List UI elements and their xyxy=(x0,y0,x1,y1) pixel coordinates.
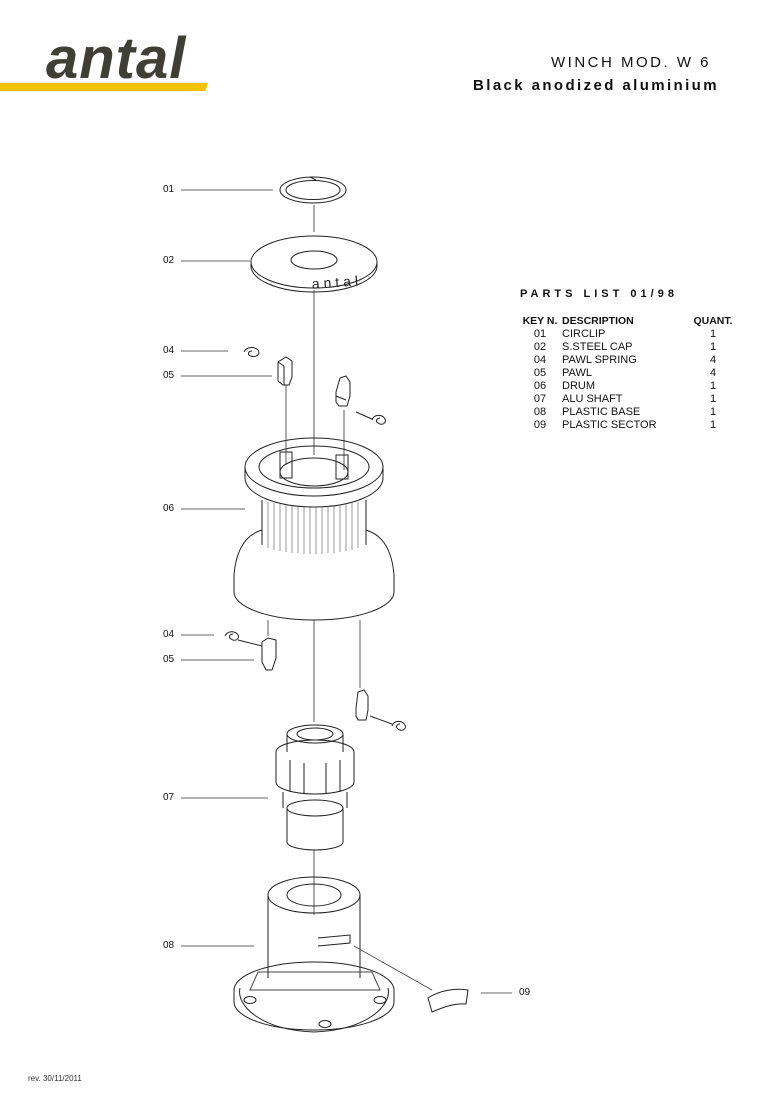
logo-wordmark: antal xyxy=(46,26,187,91)
parts-list-title: PARTS LIST 01/98 xyxy=(520,288,678,300)
row-key: 07 xyxy=(533,393,547,405)
callout-02: 02 xyxy=(163,255,175,266)
row-description: PLASTIC SECTOR xyxy=(562,419,657,431)
part-09-plastic-sector xyxy=(353,945,469,1013)
part-05-pawl-top-left xyxy=(277,356,293,386)
table-row: 07 ALU SHAFT 1 xyxy=(520,393,735,406)
row-quantity: 1 xyxy=(709,341,717,353)
page-subtitle: Black anodized aluminium xyxy=(473,77,719,94)
part-08-plastic-base xyxy=(233,876,395,1033)
part-01-circlip xyxy=(279,176,347,204)
table-row: 02 S.STEEL CAP 1 xyxy=(520,341,735,354)
row-description: CIRCLIP xyxy=(562,328,606,340)
cap-engraving: antal xyxy=(311,272,362,291)
table-row: 04 PAWL SPRING 4 xyxy=(520,354,735,367)
callout-leaders xyxy=(181,189,512,994)
table-row: 08 PLASTIC BASE 1 xyxy=(520,406,735,419)
row-description: PAWL xyxy=(562,367,592,379)
part-05-pawl-top-right xyxy=(335,375,351,407)
row-quantity: 1 xyxy=(709,406,717,418)
callout-04-top: 04 xyxy=(163,345,175,356)
part-06-drum xyxy=(233,437,395,621)
table-row: 05 PAWL 4 xyxy=(520,367,735,380)
row-key: 04 xyxy=(533,354,547,366)
parts-list-header: KEY N. DESCRIPTION QUANT. xyxy=(520,315,735,328)
table-row: 09 PLASTIC SECTOR 1 xyxy=(520,419,735,432)
part-04-pawl-spring-bottom-right xyxy=(391,720,406,731)
row-quantity: 4 xyxy=(709,354,717,366)
col-quantity: QUANT. xyxy=(693,315,733,327)
part-02-steel-cap xyxy=(250,235,378,293)
row-description: ALU SHAFT xyxy=(562,393,623,405)
col-description: DESCRIPTION xyxy=(562,315,634,327)
revision-date: rev. 30/11/2011 xyxy=(28,1074,82,1083)
parts-list: PARTS LIST 01/98 KEY N. DESCRIPTION QUAN… xyxy=(520,288,735,432)
part-07-alu-shaft xyxy=(275,724,355,851)
row-description: PLASTIC BASE xyxy=(562,406,641,418)
callout-01: 01 xyxy=(163,184,175,195)
part-04-pawl-spring-top-left xyxy=(243,347,260,357)
part-04-pawl-spring-bottom-left xyxy=(224,631,263,647)
row-quantity: 1 xyxy=(709,380,717,392)
row-key: 01 xyxy=(533,328,547,340)
row-key: 08 xyxy=(533,406,547,418)
row-quantity: 1 xyxy=(709,393,717,405)
row-key: 02 xyxy=(533,341,547,353)
table-row: 06 DRUM 1 xyxy=(520,380,735,393)
row-description: DRUM xyxy=(562,380,595,392)
col-key: KEY N. xyxy=(522,315,558,327)
row-key: 06 xyxy=(533,380,547,392)
callout-05-top: 05 xyxy=(163,370,175,381)
callout-05-bottom: 05 xyxy=(163,654,175,665)
row-description: S.STEEL CAP xyxy=(562,341,633,353)
row-key: 09 xyxy=(533,419,547,431)
page-title: WINCH MOD. W 6 xyxy=(551,54,711,71)
row-quantity: 1 xyxy=(709,419,717,431)
callout-07: 07 xyxy=(163,792,175,803)
row-key: 05 xyxy=(533,367,547,379)
row-description: PAWL SPRING xyxy=(562,354,637,366)
callout-04-bottom: 04 xyxy=(163,629,175,640)
part-05-pawl-bottom-left xyxy=(261,637,277,671)
callout-08: 08 xyxy=(163,940,175,951)
callout-09: 09 xyxy=(519,987,531,998)
row-quantity: 1 xyxy=(709,328,717,340)
row-quantity: 4 xyxy=(709,367,717,379)
table-row: 01 CIRCLIP 1 xyxy=(520,328,735,341)
callout-06: 06 xyxy=(163,503,175,514)
antal-logo: antal xyxy=(0,26,225,96)
part-05-pawl-bottom-right xyxy=(355,689,393,725)
part-04-pawl-spring-top-right xyxy=(355,411,386,425)
